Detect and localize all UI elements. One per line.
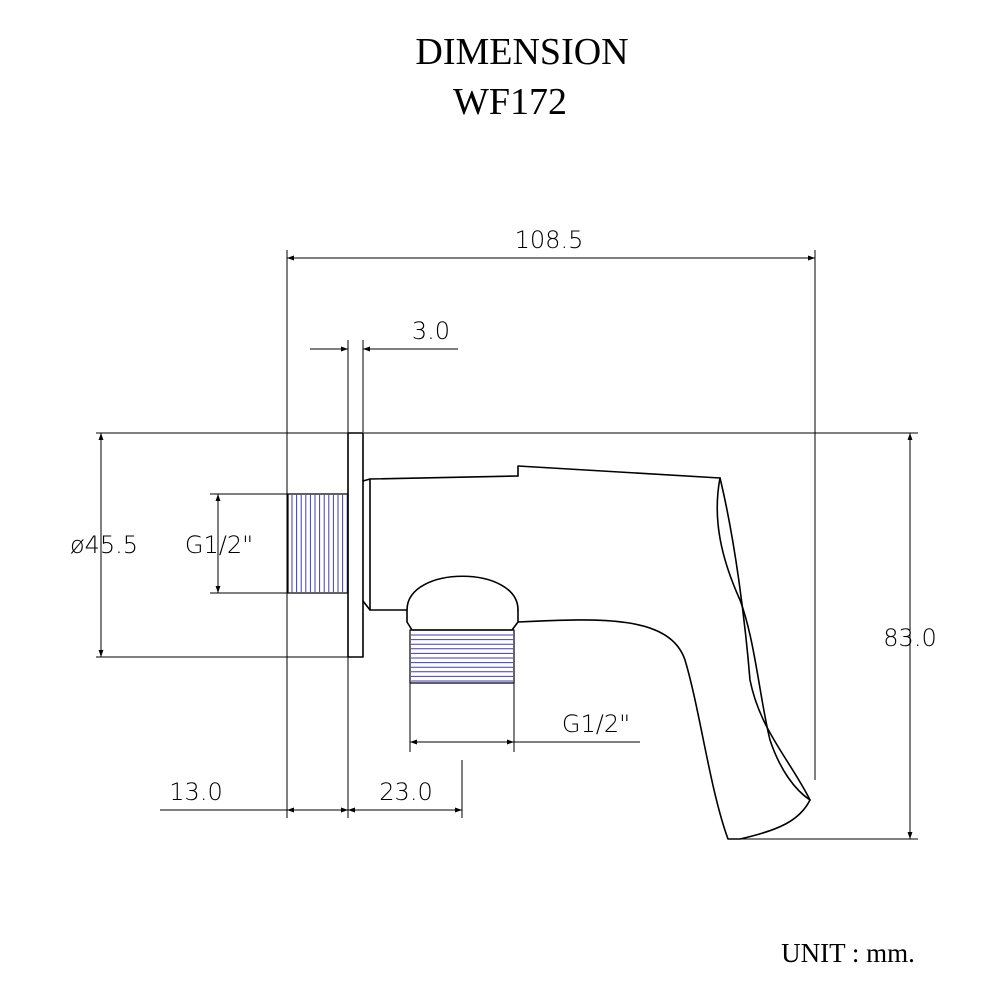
extension-lines	[96, 250, 918, 840]
faucet-outline	[287, 432, 811, 840]
handle-body	[517, 477, 811, 840]
overall-width-label: 108.5	[515, 226, 584, 254]
outlet-collar	[406, 609, 519, 631]
unit-label: UNIT : mm.	[781, 938, 915, 968]
wall-flange	[347, 432, 364, 658]
drawing-title: DIMENSION	[415, 31, 628, 73]
outlet-thread-label: G1/2"	[562, 710, 630, 738]
inlet-thread	[287, 493, 349, 594]
outlet-offset-label: 23.0	[379, 778, 432, 806]
body-top	[517, 465, 721, 479]
outlet-dome	[406, 575, 519, 611]
outlet-thread	[409, 629, 515, 684]
flange-thickness-label: 3.0	[412, 317, 450, 345]
neck-bottom	[362, 600, 408, 611]
handle-front-edge	[716, 477, 811, 801]
neck-top	[362, 475, 519, 482]
overall-height-label: 83.0	[883, 624, 936, 652]
inlet-thread-label: G1/2"	[185, 531, 253, 559]
model-number: WF172	[453, 81, 567, 123]
inlet-length-label: 13.0	[169, 778, 222, 806]
flange-diameter-label: ø45.5	[70, 531, 138, 559]
